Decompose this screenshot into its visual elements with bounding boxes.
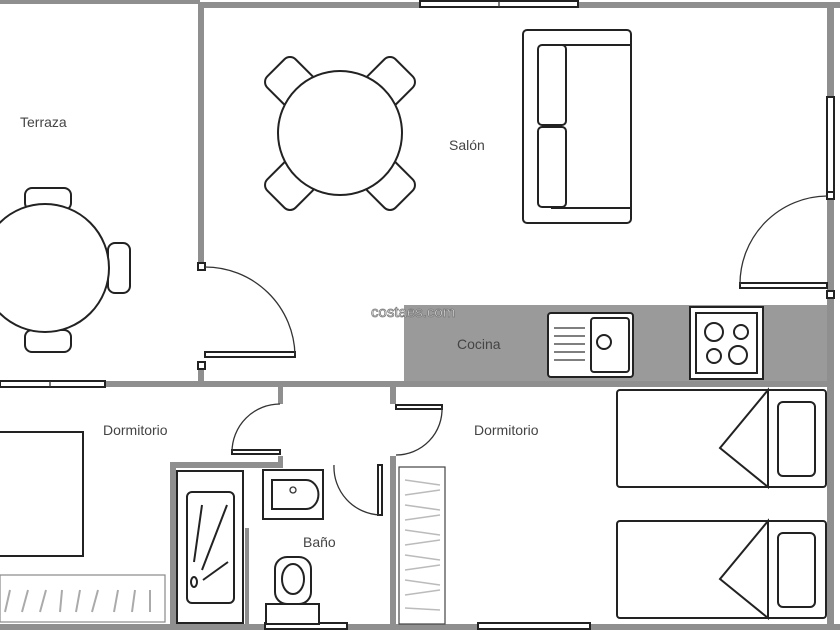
wardrobe-right bbox=[398, 466, 446, 625]
watermark: costaes.com bbox=[371, 304, 455, 321]
single-bed bbox=[616, 518, 827, 621]
room-label-terrace: Terraza bbox=[20, 114, 67, 130]
single-bed bbox=[616, 387, 827, 490]
terrace-dining-set bbox=[0, 187, 131, 353]
room-label-bedroom-left: Dormitorio bbox=[103, 422, 168, 438]
washbasin bbox=[262, 469, 324, 520]
cooktop bbox=[689, 306, 764, 380]
toilet bbox=[265, 556, 320, 625]
shower-tray bbox=[176, 470, 244, 624]
room-label-kitchen: Cocina bbox=[457, 336, 501, 352]
wardrobe-left bbox=[0, 574, 166, 623]
room-label-living-room: Salón bbox=[449, 137, 485, 153]
room-label-bathroom: Baño bbox=[303, 534, 336, 550]
room-label-bedroom-right: Dormitorio bbox=[474, 422, 539, 438]
kitchen-sink bbox=[547, 312, 634, 378]
sofa bbox=[522, 29, 632, 224]
doors bbox=[197, 191, 835, 516]
living-dining-set bbox=[264, 56, 416, 211]
double-bed bbox=[0, 431, 84, 557]
